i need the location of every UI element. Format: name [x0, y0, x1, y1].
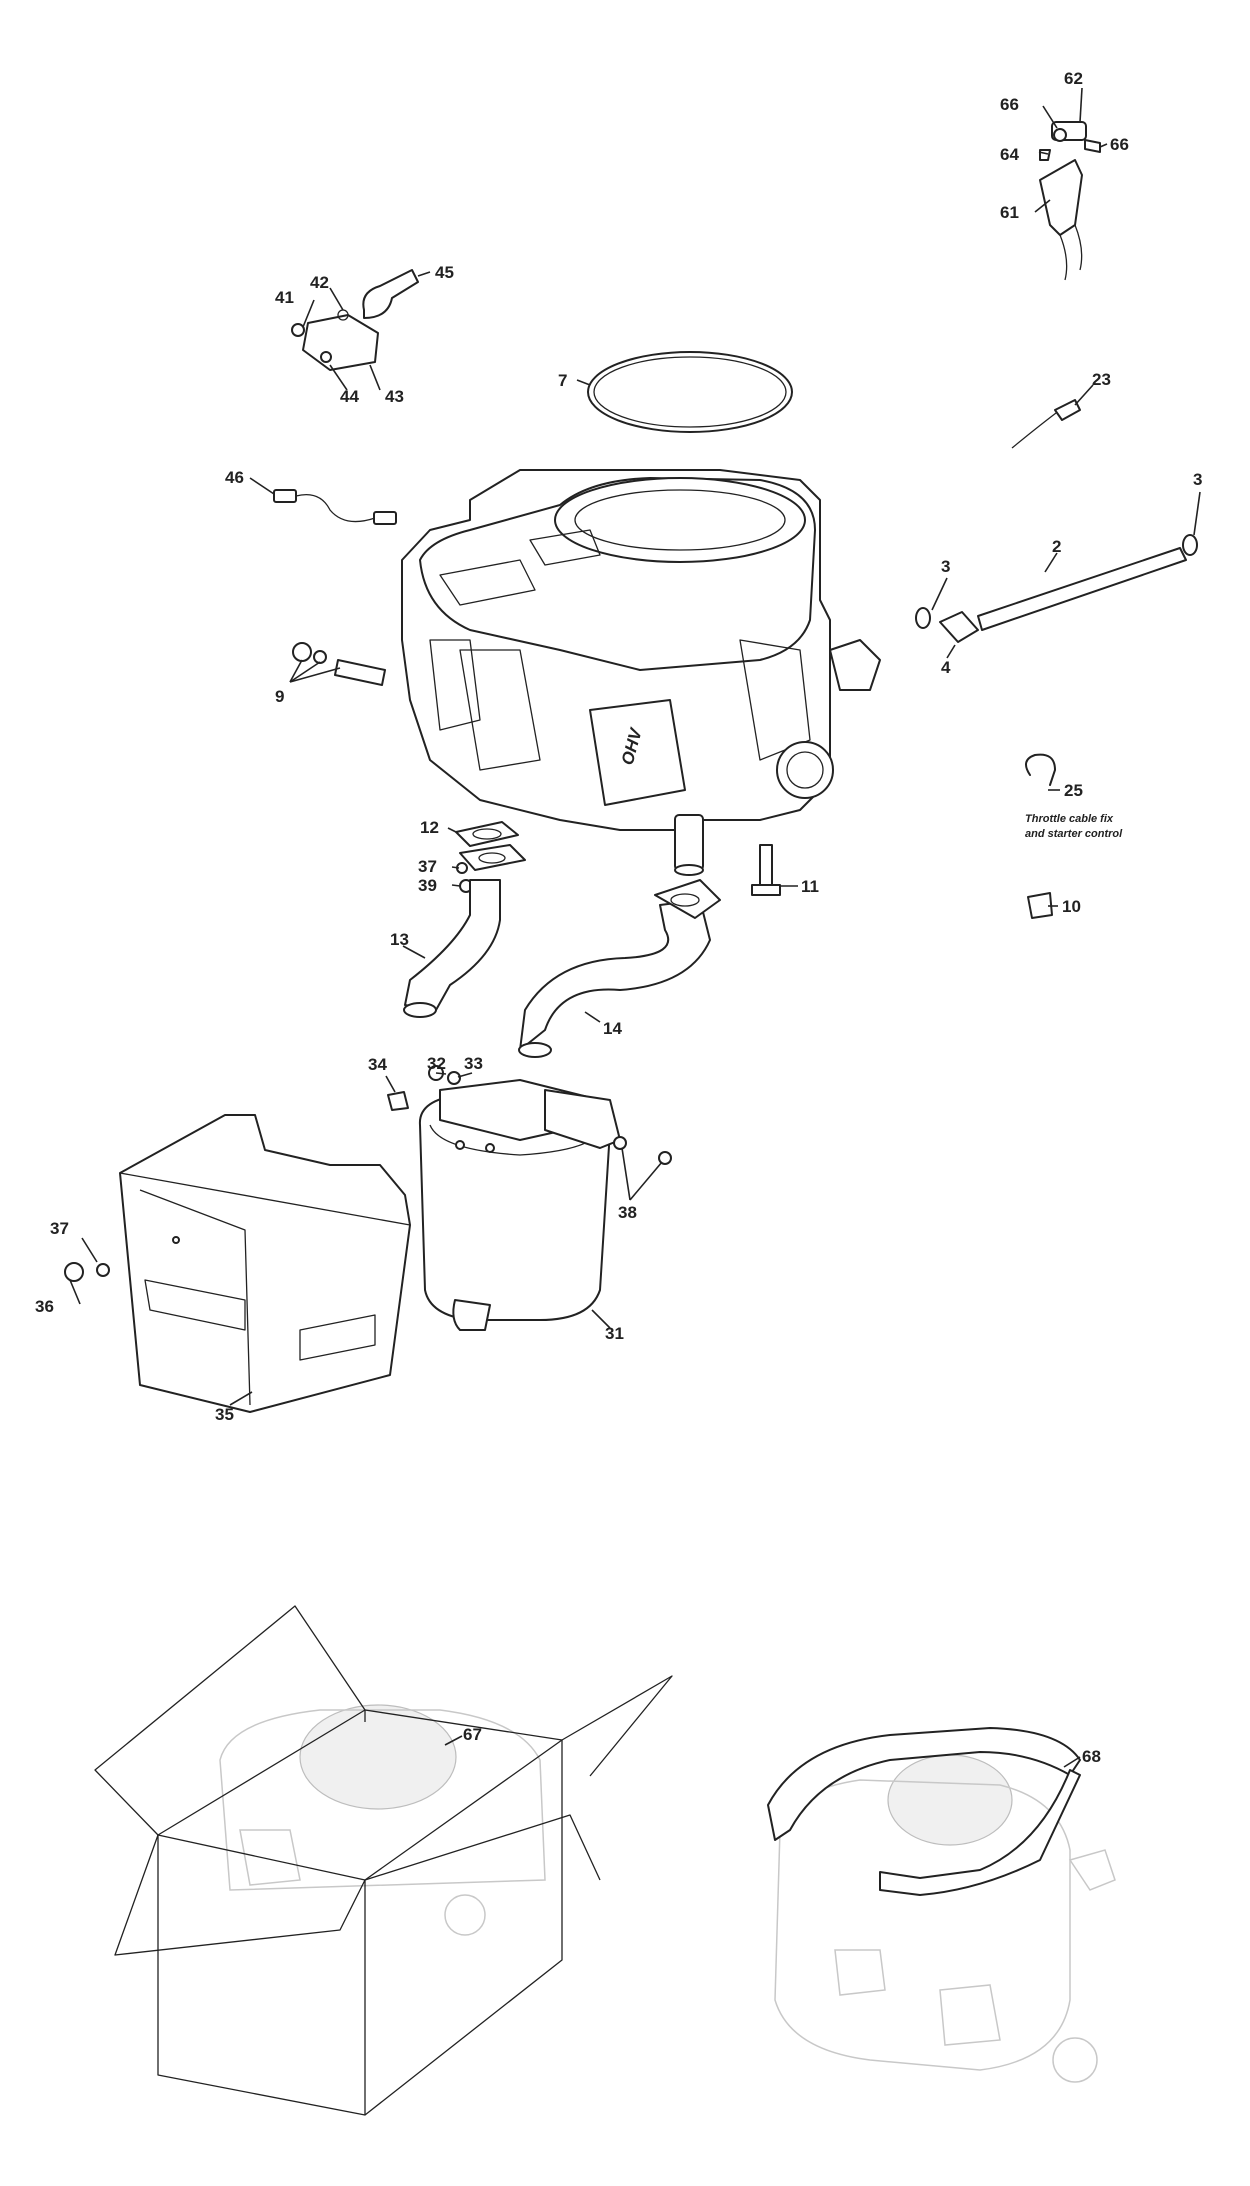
label-65: 66: [1110, 135, 1129, 154]
label-35: 35: [215, 1405, 234, 1424]
label-68: 68: [1082, 1747, 1101, 1766]
exhaust-gasket: [455, 821, 526, 871]
part-labels: 62 66 64 66 61 41 42 45 44 43 7 23 46 3 …: [35, 69, 1202, 1766]
solenoid-assembly: [291, 269, 419, 371]
dipstick: [1011, 399, 1081, 449]
shipping-box: [94, 1605, 673, 2116]
label-11: 11: [801, 877, 819, 896]
wiring-harness: [273, 489, 397, 525]
label-41: 41: [275, 288, 294, 307]
seal-ring: [587, 351, 793, 433]
label-61: 61: [1000, 203, 1019, 222]
label-12: 12: [420, 818, 439, 837]
label-39: 39: [418, 876, 437, 895]
label-44: 44: [340, 387, 359, 406]
label-14: 14: [603, 1019, 622, 1038]
label-64: 62: [1064, 69, 1083, 88]
exhaust-pipe-right: [518, 879, 721, 1058]
label-46: 46: [225, 468, 244, 487]
label-25: 25: [1064, 781, 1083, 800]
leader-lines: [69, 87, 1201, 1768]
label-2: 2: [1052, 537, 1061, 556]
label-31: 31: [605, 1324, 624, 1343]
throttle-note-line1: Throttle cable fix: [1025, 813, 1114, 825]
label-45: 45: [435, 263, 454, 282]
throttle-note-line2: and starter control: [1025, 828, 1123, 840]
label-7: 7: [558, 371, 567, 390]
label-13: 13: [390, 930, 409, 949]
bolt: [751, 844, 781, 896]
label-10: 10: [1062, 897, 1081, 916]
engine-assembly: OHV: [401, 469, 881, 876]
label-38: 38: [618, 1203, 637, 1222]
label-9: 9: [275, 687, 284, 706]
clip: [1027, 892, 1053, 919]
label-62: 64: [1000, 145, 1019, 164]
heat-shield: [119, 1114, 411, 1413]
label-3-right: 3: [1193, 470, 1202, 489]
label-36: 36: [35, 1297, 54, 1316]
label-34: 34: [368, 1055, 387, 1074]
exhaust-pipe-left: [403, 879, 501, 1018]
label-37-upper: 37: [418, 857, 437, 876]
label-67: 67: [463, 1725, 482, 1744]
throttle-control: [1039, 121, 1101, 281]
label-32: 32: [427, 1054, 446, 1073]
label-33: 33: [464, 1054, 483, 1073]
label-3-left: 3: [941, 557, 950, 576]
label-23: 23: [1092, 370, 1111, 389]
label-43: 43: [385, 387, 404, 406]
engine-guard: [767, 1727, 1116, 2083]
label-37-lower: 37: [50, 1219, 69, 1238]
cable-tie: [1025, 753, 1056, 786]
label-4: 4: [941, 658, 951, 677]
label-66: 66: [1000, 95, 1019, 114]
fuel-line: [915, 534, 1198, 643]
muffler: [418, 1079, 621, 1331]
breather-fitting: [292, 642, 386, 686]
label-42: 42: [310, 273, 329, 292]
